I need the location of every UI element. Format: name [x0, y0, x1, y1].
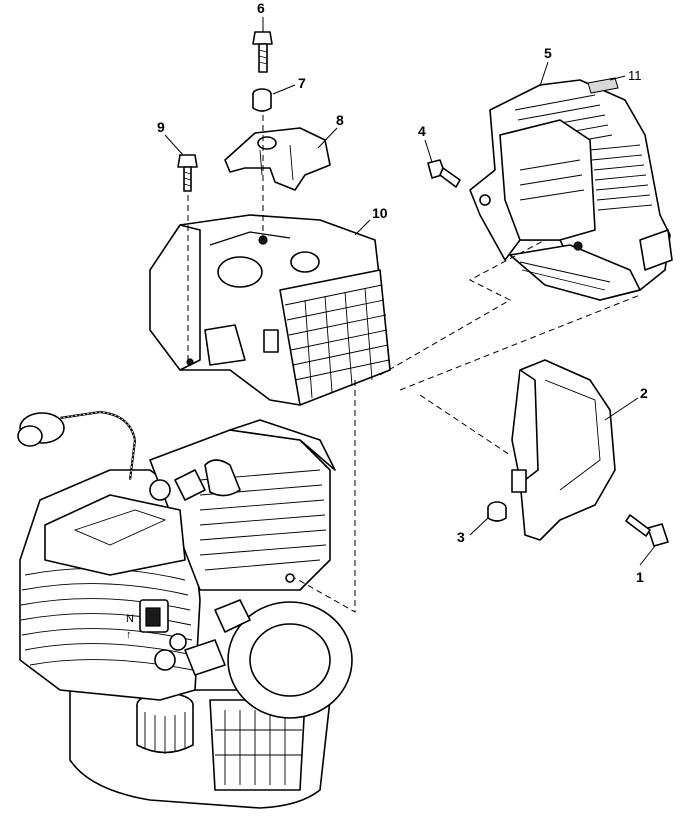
callout-2: 2 — [640, 385, 648, 401]
callout-5: 5 — [544, 45, 552, 61]
callout-labels: 6 7 8 9 4 5 11 10 2 3 1 — [157, 0, 648, 585]
callout-11: 11 — [628, 68, 642, 83]
cylinder-cover-part-10 — [149, 214, 391, 406]
callout-3: 3 — [457, 529, 465, 545]
engine-assembly: N ↑ — [17, 410, 353, 809]
bolt-part-6 — [252, 31, 273, 73]
svg-text:↑: ↑ — [126, 629, 132, 641]
callout-9: 9 — [157, 119, 165, 135]
label-part-11 — [587, 77, 619, 94]
callout-1: 1 — [636, 569, 644, 585]
leader-lines — [164, 17, 656, 566]
shroud-part-5 — [469, 79, 673, 301]
callout-6: 6 — [257, 0, 265, 16]
assembly-guide-lines — [187, 115, 641, 613]
bracket-part-8 — [224, 127, 331, 191]
bolt-part-4 — [427, 159, 461, 188]
nut-part-3 — [487, 501, 507, 522]
callout-8: 8 — [336, 112, 344, 128]
callout-10: 10 — [372, 205, 388, 221]
callout-4: 4 — [418, 123, 426, 139]
callout-7: 7 — [298, 75, 306, 91]
svg-text:N: N — [126, 613, 134, 625]
cover-plate-part-2 — [511, 359, 616, 541]
bolt-part-1 — [625, 514, 669, 547]
collar-part-7 — [252, 88, 272, 112]
bolt-part-9 — [177, 154, 198, 192]
